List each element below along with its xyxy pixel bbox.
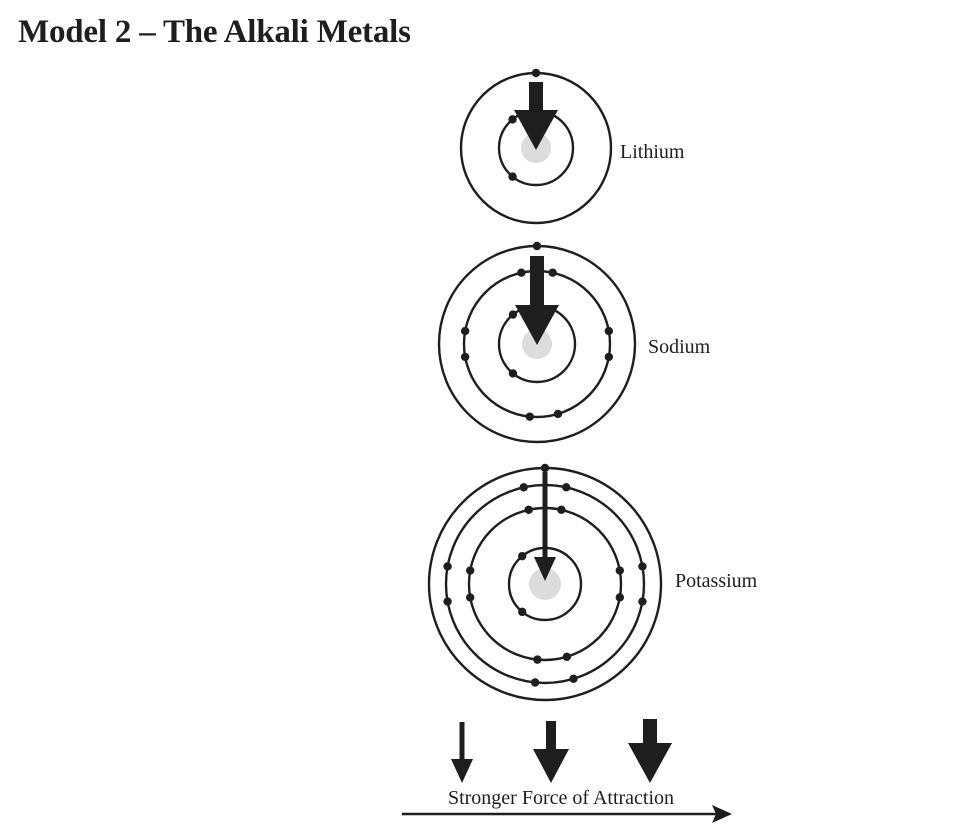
electron <box>518 551 527 561</box>
electron <box>508 172 517 181</box>
atom-sodium: Sodium <box>437 241 711 444</box>
atom-lithium: Lithium <box>459 68 685 225</box>
electron <box>525 412 534 421</box>
electron <box>524 505 533 514</box>
electron <box>569 674 578 684</box>
attraction-arrow-icon <box>514 82 558 150</box>
legend-caption: Stronger Force of Attraction <box>448 787 674 809</box>
electron <box>548 268 557 277</box>
electron <box>531 68 541 78</box>
electron <box>508 115 517 124</box>
electron <box>615 566 624 575</box>
electron <box>638 562 647 571</box>
attraction-arrow-icon <box>534 472 556 581</box>
electron <box>466 566 475 575</box>
nucleus <box>529 568 561 600</box>
electron <box>604 352 614 362</box>
atom-label-potassium: Potassium <box>675 570 758 592</box>
electron <box>443 597 452 606</box>
legend-arrow-medium-icon <box>533 721 569 783</box>
electron <box>533 655 542 664</box>
atom-potassium: Potassium <box>427 463 758 702</box>
legend-arrow-large-icon <box>628 719 672 783</box>
electron <box>562 652 572 661</box>
axis-arrowhead-icon <box>712 805 732 823</box>
electron <box>638 597 647 606</box>
attraction-arrow-icon <box>515 256 559 345</box>
electron <box>466 593 475 602</box>
electron <box>530 678 540 687</box>
electron <box>562 483 571 492</box>
atom-label-sodium: Sodium <box>648 336 711 358</box>
electron <box>604 326 614 336</box>
electron <box>460 352 470 362</box>
electron <box>518 607 527 617</box>
page-title: Model 2 – The Alkali Metals <box>18 14 411 50</box>
electron <box>553 409 563 419</box>
legend-arrow-small-icon <box>451 722 473 783</box>
electron <box>460 326 470 336</box>
electron <box>540 463 550 473</box>
electron <box>519 483 528 492</box>
atom-label-lithium: Lithium <box>620 141 685 163</box>
electron <box>508 369 518 378</box>
electron <box>508 310 518 319</box>
electron <box>615 593 624 602</box>
electron <box>443 562 452 571</box>
electron <box>517 268 526 277</box>
attraction-legend: Stronger Force of Attraction <box>402 719 732 823</box>
electron <box>557 505 566 514</box>
electron <box>532 241 542 251</box>
